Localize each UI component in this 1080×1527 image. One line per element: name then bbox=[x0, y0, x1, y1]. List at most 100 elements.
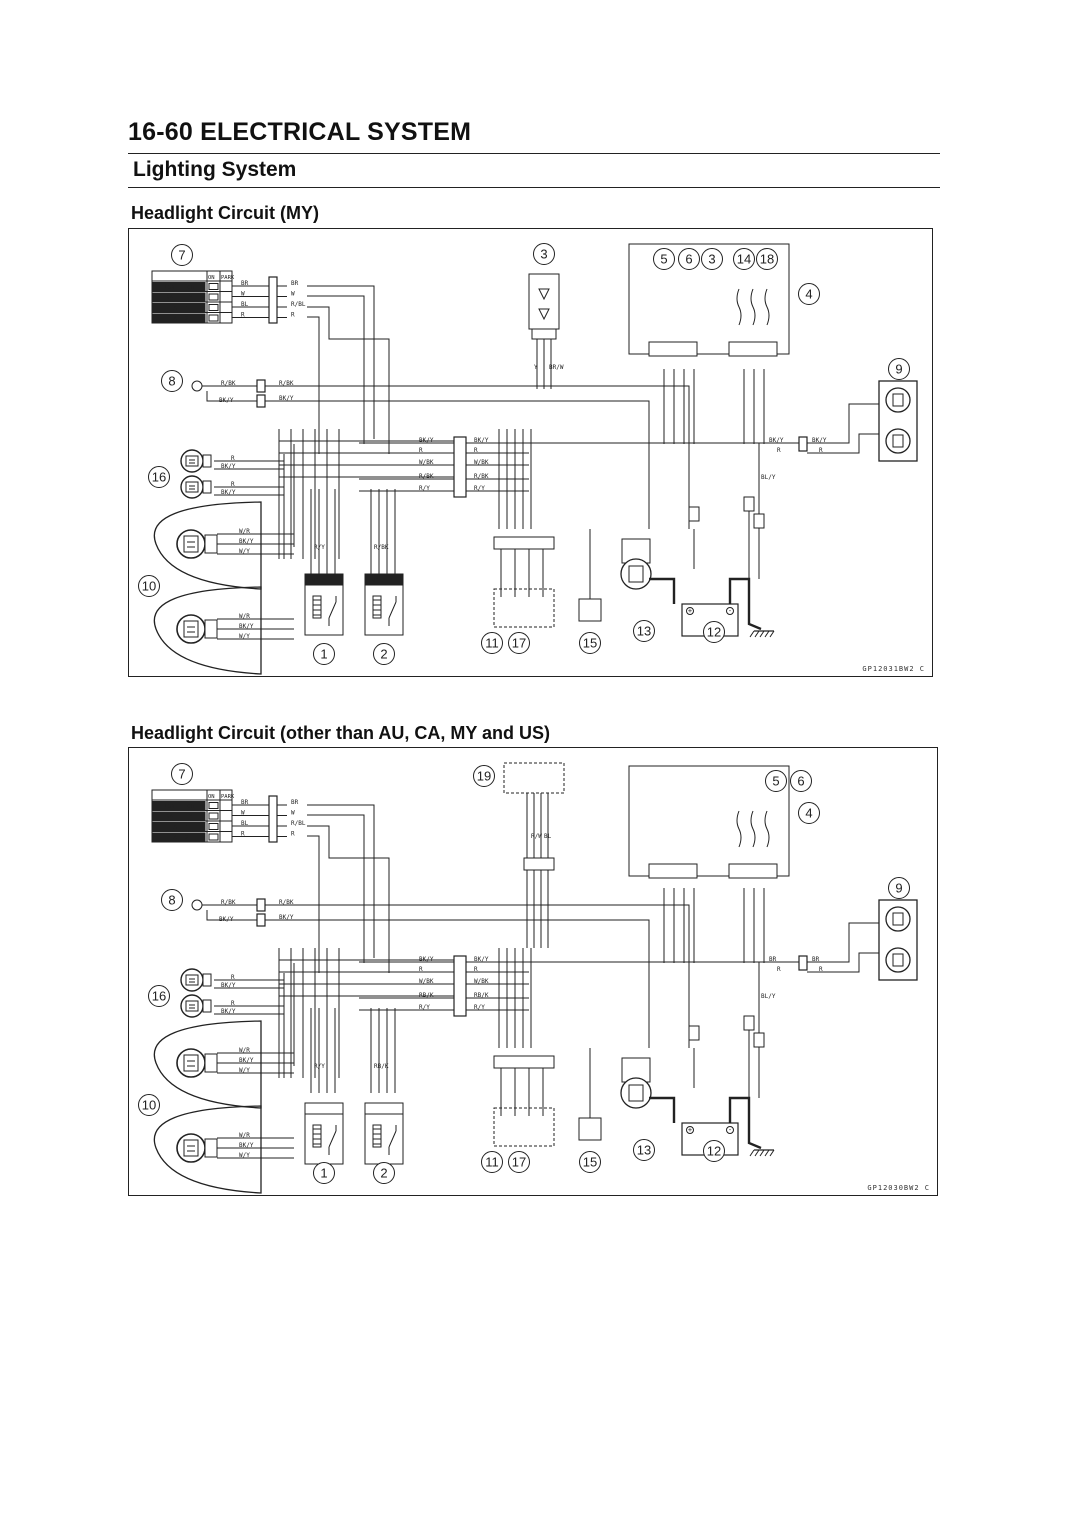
wire-label: BK/Y bbox=[419, 437, 434, 444]
fuse-inline bbox=[753, 1032, 765, 1048]
wire-label: BR bbox=[241, 280, 249, 287]
wire-label: W bbox=[291, 810, 295, 817]
headlight-socket bbox=[183, 620, 199, 638]
fuse-inline bbox=[743, 496, 755, 512]
wire bbox=[307, 835, 320, 973]
wire-label: W/R bbox=[239, 1047, 250, 1054]
dimmer-switch-block bbox=[493, 1055, 555, 1147]
switch-col-label: PARK bbox=[221, 275, 235, 281]
starter-relay bbox=[620, 538, 652, 590]
wire bbox=[807, 952, 879, 973]
callout-number: 9 bbox=[895, 881, 902, 896]
headlight-base bbox=[204, 534, 218, 554]
wire-label: BK/Y bbox=[419, 956, 434, 963]
callout-number: 1 bbox=[320, 647, 327, 662]
callout-number: 17 bbox=[512, 636, 526, 651]
wire bbox=[307, 825, 390, 973]
battery-plus bbox=[686, 1126, 694, 1134]
wire-label: BK/Y bbox=[221, 1008, 236, 1015]
wire bbox=[754, 1149, 760, 1157]
callout-circle bbox=[313, 1162, 335, 1184]
switch-col-label: ON bbox=[208, 794, 215, 800]
wire-label: BK/Y bbox=[812, 437, 827, 444]
callout-circle bbox=[579, 1151, 601, 1173]
wire-connector bbox=[453, 955, 467, 1017]
switch-contact bbox=[208, 833, 219, 841]
relay-body bbox=[364, 1113, 404, 1165]
callout-number: 9 bbox=[895, 362, 902, 377]
callout-number: 14 bbox=[737, 252, 751, 267]
wire bbox=[807, 922, 879, 963]
wire-label: BK/Y bbox=[239, 538, 254, 545]
callout-number: 3 bbox=[708, 252, 715, 267]
starter-relay-core bbox=[628, 565, 644, 583]
diode-unit bbox=[578, 598, 602, 622]
switch-knob bbox=[191, 899, 203, 911]
callout-circle bbox=[653, 248, 675, 270]
callout-number: 17 bbox=[512, 1155, 526, 1170]
callout-number: 1 bbox=[320, 1166, 327, 1181]
wire-connector bbox=[256, 898, 266, 912]
switch-contact bbox=[208, 304, 219, 311]
switch-row-label: TAIL1 bbox=[169, 304, 189, 312]
callout-circle bbox=[148, 466, 170, 488]
relay-label: NC-A-4F bbox=[371, 578, 397, 585]
ground-icon bbox=[749, 1149, 775, 1157]
bulb-socket bbox=[185, 455, 199, 467]
switch-block-outline bbox=[493, 1107, 555, 1147]
wire-label: R bbox=[291, 312, 295, 319]
wire-label: R bbox=[819, 966, 823, 973]
wire-label: R/Y bbox=[474, 485, 485, 492]
wire-label: W/R bbox=[239, 1132, 250, 1139]
wire-connector bbox=[256, 394, 266, 408]
fuse-inline bbox=[743, 1015, 755, 1031]
fuse-inline bbox=[688, 506, 700, 522]
callout-circle bbox=[313, 643, 335, 665]
wire-label: R bbox=[241, 312, 245, 319]
headlight-relay-outline bbox=[503, 762, 565, 794]
wire bbox=[307, 306, 390, 454]
relay-coil bbox=[372, 1124, 382, 1148]
fuse-box bbox=[628, 765, 790, 879]
callout-number: 2 bbox=[380, 1166, 387, 1181]
relay-icon: NC-A-4F bbox=[364, 573, 404, 636]
bulb-icon bbox=[180, 968, 212, 992]
callout-circle bbox=[171, 763, 193, 785]
callout-number: 5 bbox=[660, 252, 667, 267]
wire-connector bbox=[798, 436, 808, 452]
callout-number: 4 bbox=[805, 806, 812, 821]
wire-connector bbox=[268, 795, 278, 843]
bulb-icon bbox=[180, 475, 212, 499]
bulb-base bbox=[202, 454, 212, 468]
wire-label: R bbox=[241, 831, 245, 838]
tail-bulb-socket bbox=[892, 434, 904, 448]
wire-label: R bbox=[419, 447, 423, 454]
callout-number: 19 bbox=[477, 769, 491, 784]
headlight-reflector bbox=[153, 1105, 262, 1194]
relay-label-box bbox=[364, 1102, 404, 1115]
wire-label: RB/K bbox=[374, 1063, 389, 1070]
wire bbox=[754, 630, 760, 638]
callout-circle bbox=[765, 770, 787, 792]
tail-bulb-socket bbox=[892, 953, 904, 967]
switch-row-label: BATTERY bbox=[165, 294, 192, 302]
switch-block-outline bbox=[493, 588, 555, 628]
wire-label: R/BK bbox=[221, 380, 236, 387]
wire-connector bbox=[453, 436, 467, 498]
callout-circle bbox=[148, 985, 170, 1007]
fuse-connector bbox=[648, 341, 698, 357]
callout-number: 13 bbox=[637, 1143, 651, 1158]
callout-circle bbox=[508, 632, 530, 654]
relay-body bbox=[364, 584, 404, 636]
fuse-connector bbox=[728, 341, 778, 357]
callout-circle bbox=[798, 802, 820, 824]
wire bbox=[309, 385, 690, 529]
callout-number: 15 bbox=[583, 636, 597, 651]
switch-row-bg bbox=[152, 801, 206, 810]
diode-symbol bbox=[538, 308, 550, 321]
bulb-icon bbox=[180, 449, 212, 473]
